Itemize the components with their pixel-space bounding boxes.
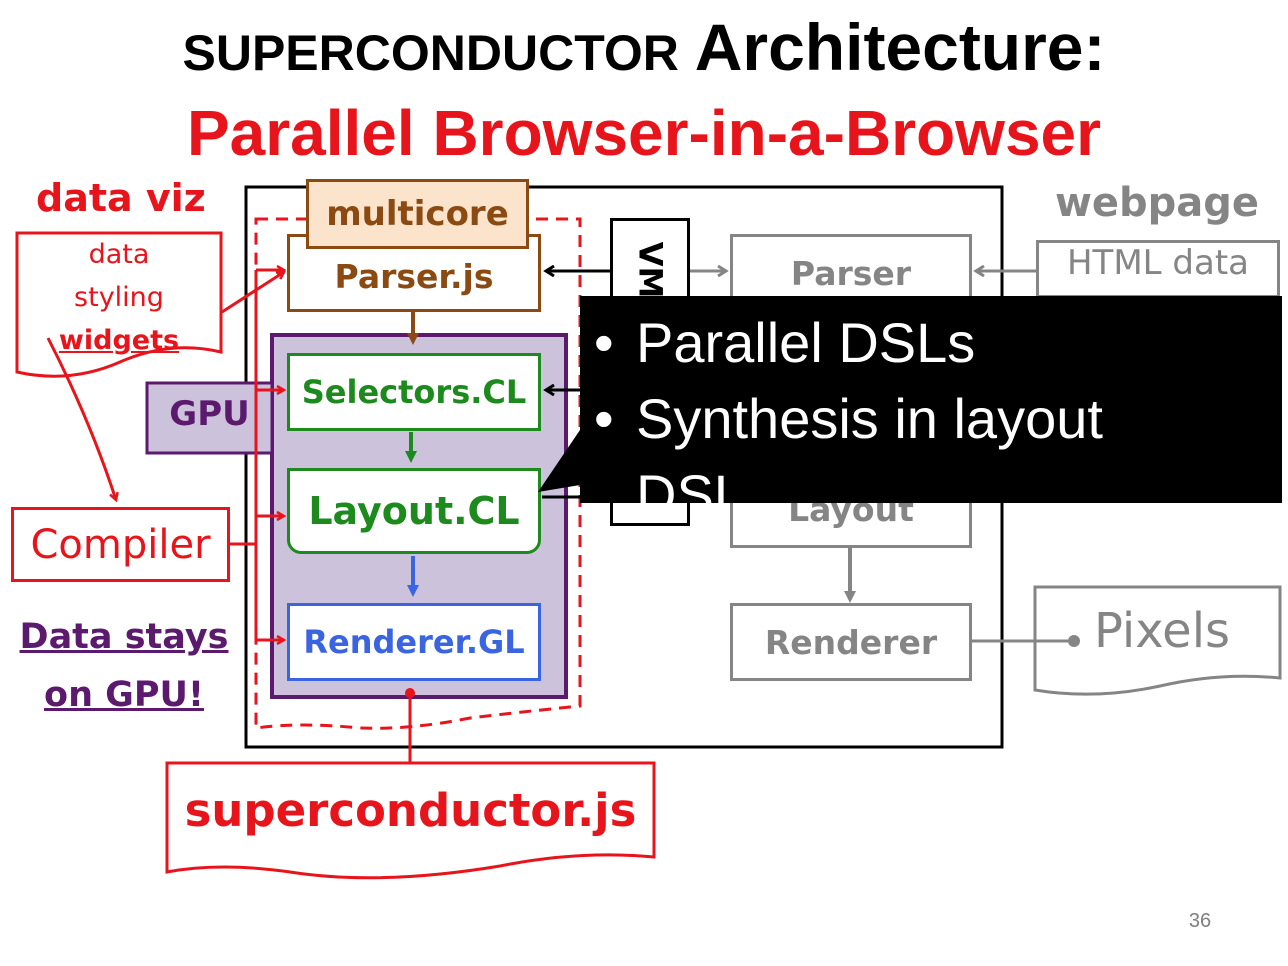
selectors-cl-label: Selectors.CL [301, 373, 527, 411]
doc-line-styling: styling [74, 282, 164, 313]
slide-title: SUPERCONDUCTOR Architecture: [0, 8, 1288, 92]
bullet-icon: • [594, 387, 614, 450]
callout-text-1: Parallel DSLs [636, 311, 976, 374]
page-number: 36 [1188, 910, 1212, 932]
selectors-cl-box: Selectors.CL [287, 353, 541, 431]
multicore-label: multicore [326, 194, 509, 234]
browser-renderer-box: Renderer [730, 603, 972, 681]
browser-parser-label: Parser [790, 253, 912, 293]
bullet-icon: • [594, 311, 614, 374]
layout-cl-label: Layout.CL [308, 489, 520, 533]
pixels-label: Pixels [1094, 603, 1231, 659]
doc-line-widgets: widgets [58, 325, 180, 356]
data-viz-label: data viz [36, 176, 206, 220]
browser-renderer-label: Renderer [764, 622, 938, 662]
callout-item-2: • Synthesis in layout [594, 381, 1282, 457]
gpu-label: GPU [169, 394, 250, 434]
html-data-label: HTML data [1066, 243, 1249, 283]
parser-js-label: Parser.js [334, 256, 494, 296]
data-stays-line2: on GPU! [44, 675, 204, 715]
callout-box: • Parallel DSLs • Synthesis in layout DSL [580, 296, 1282, 503]
data-stays-note: Data stays on GPU! [10, 608, 238, 724]
data-viz-document: data styling widgets [17, 233, 221, 362]
data-stays-line1: Data stays [19, 617, 229, 657]
compiler-label: Compiler [30, 521, 211, 568]
layout-cl-box: Layout.CL [287, 468, 541, 554]
title-rest: Architecture: [678, 10, 1106, 84]
doc-line-data: data [88, 239, 150, 270]
multicore-tab: multicore [306, 179, 529, 249]
callout-item-1: • Parallel DSLs [594, 305, 1282, 381]
renderer-gl-box: Renderer.GL [287, 603, 541, 681]
callout-text-3: DSL [636, 463, 745, 503]
superconductor-js-label: superconductor.js [184, 784, 637, 837]
callout-text-2: Synthesis in layout [636, 387, 1103, 450]
webpage-label: webpage [1054, 180, 1260, 226]
slide-subtitle: Parallel Browser-in-a-Browser [186, 97, 1102, 169]
callout-item-2-continued: DSL [594, 457, 1282, 503]
compiler-box: Compiler [11, 507, 230, 582]
html-data-document: HTML data [1036, 240, 1280, 298]
title-caps: SUPERCONDUCTOR [182, 25, 679, 81]
renderer-gl-label: Renderer.GL [303, 623, 525, 661]
